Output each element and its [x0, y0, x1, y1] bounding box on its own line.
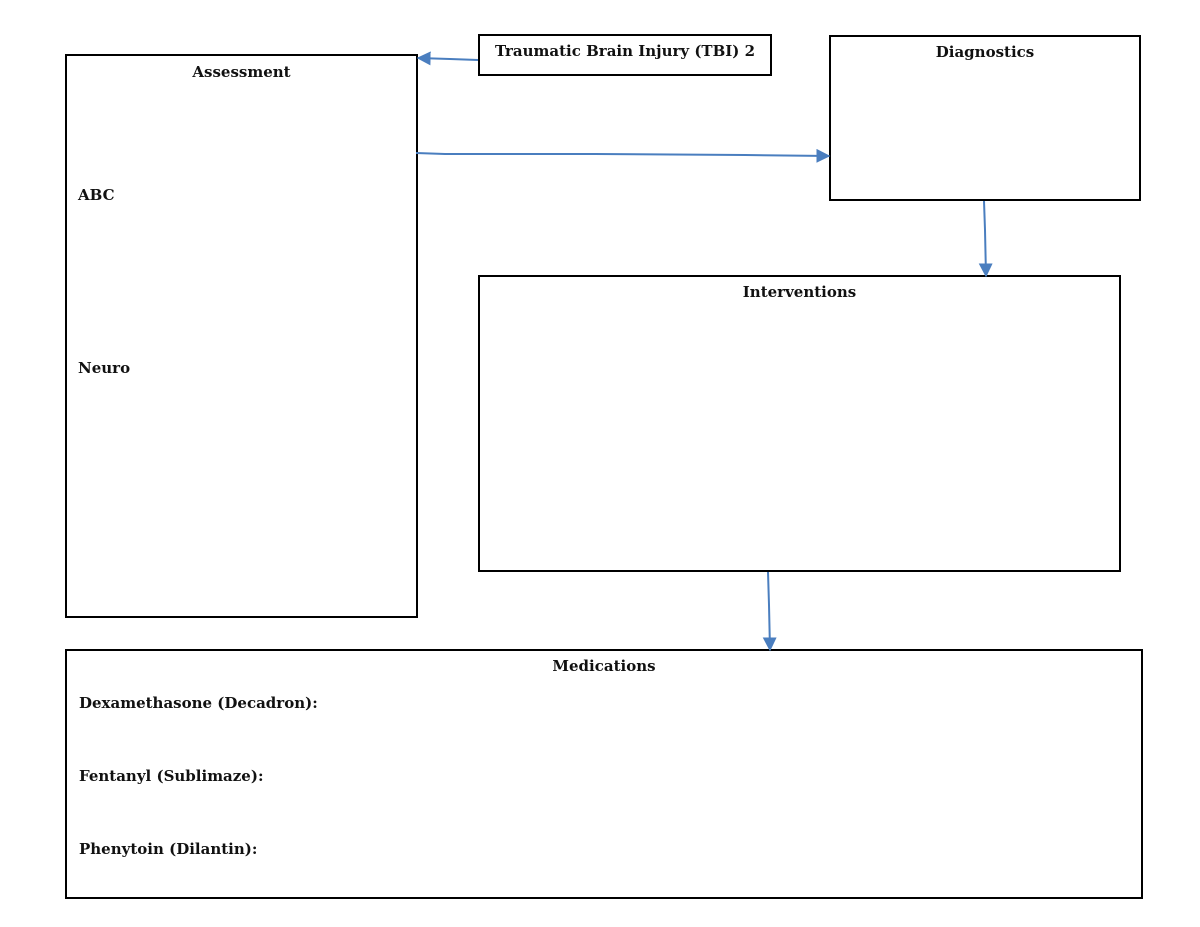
medication-item-fentanyl: Fentanyl (Sublimaze): — [79, 767, 264, 785]
tbi-title-label: Traumatic Brain Injury (TBI) 2 — [494, 42, 756, 60]
arrow-title-to-assessment — [416, 51, 479, 66]
arrow-diagnostics-to-interventions — [978, 200, 993, 278]
arrow-assessment-to-diagnostics — [415, 148, 831, 163]
interventions-title: Interventions — [742, 283, 857, 301]
assessment-title: Assessment — [192, 63, 291, 81]
assessment-box: Assessment ABC Neuro — [65, 54, 418, 618]
diagnostics-title: Diagnostics — [935, 43, 1035, 61]
medications-title: Medications — [552, 657, 656, 675]
tbi-title-box: Traumatic Brain Injury (TBI) 2 — [478, 34, 772, 76]
diagnostics-box: Diagnostics — [829, 35, 1141, 201]
medication-item-dexamethasone: Dexamethasone (Decadron): — [79, 694, 318, 712]
arrow-interventions-to-medications — [762, 571, 777, 652]
assessment-item-abc: ABC — [78, 186, 115, 204]
interventions-box: Interventions — [478, 275, 1121, 572]
assessment-item-neuro: Neuro — [78, 359, 131, 377]
medications-box: Medications Dexamethasone (Decadron): Fe… — [65, 649, 1143, 899]
medication-item-phenytoin: Phenytoin (Dilantin): — [79, 840, 258, 858]
